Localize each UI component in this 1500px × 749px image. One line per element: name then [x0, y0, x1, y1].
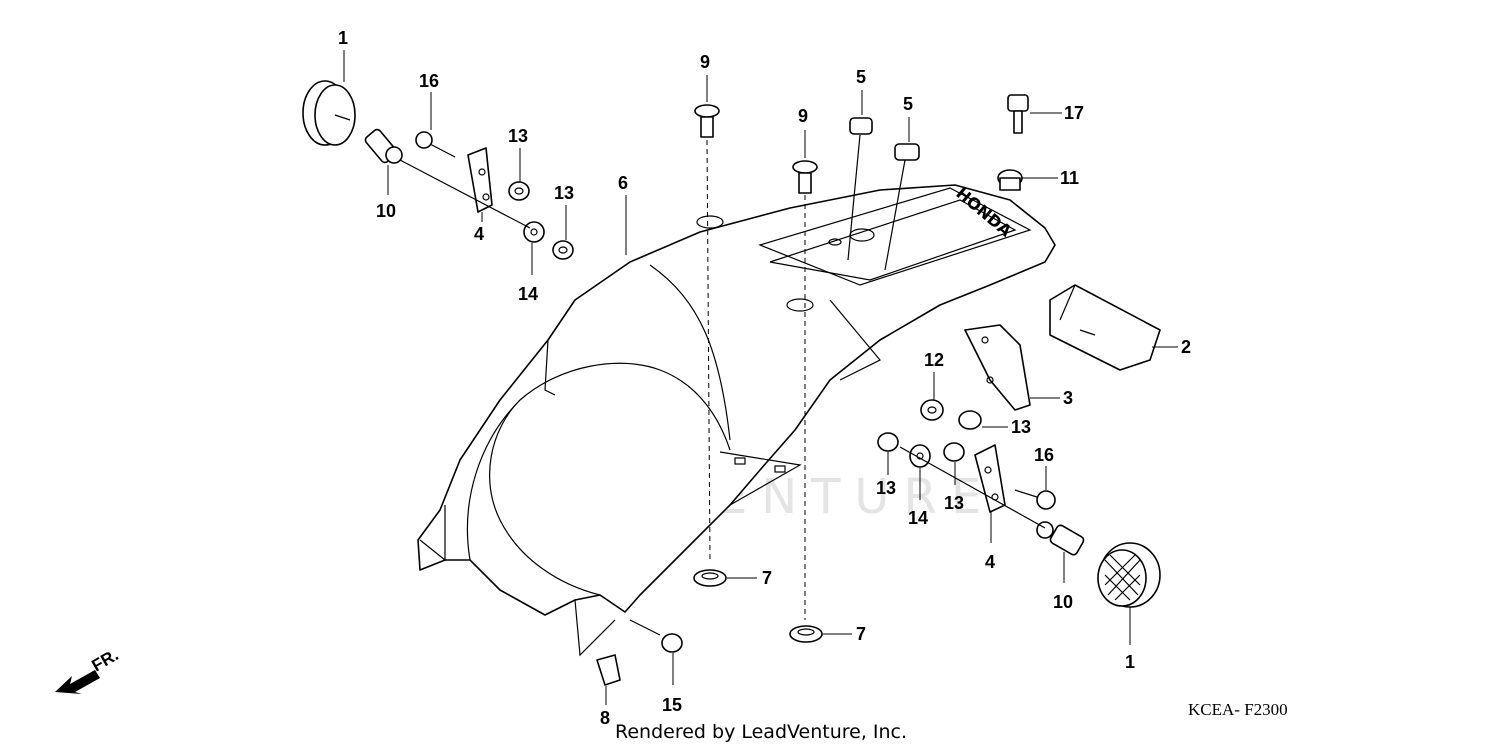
nut-13-right-a[interactable]	[958, 410, 982, 430]
grommet-7-a[interactable]	[693, 569, 727, 587]
bolt-15[interactable]	[629, 619, 683, 653]
callout-label: 13	[944, 493, 964, 513]
callout-label: 10	[376, 201, 396, 221]
front-direction-indicator: FR.	[55, 645, 122, 694]
nut-12[interactable]	[920, 399, 944, 421]
callout-label: 7	[856, 624, 866, 644]
bracket-4-left[interactable]	[467, 147, 493, 213]
collar-11[interactable]	[997, 169, 1023, 191]
grommet-9-b[interactable]	[792, 160, 818, 194]
assembly-line	[884, 159, 906, 271]
cap-5-a[interactable]	[849, 117, 873, 135]
callout-label: 10	[1053, 592, 1073, 612]
callout-label: 13	[508, 126, 528, 146]
callouts: 1 16 13 13 10 4 14 6 9 9 5 5 17 11 2 12	[338, 28, 1191, 728]
nut-13-left-b[interactable]	[552, 240, 574, 260]
callout-label: 13	[554, 183, 574, 203]
footer-credit: Rendered by LeadVenture, Inc.	[615, 721, 907, 743]
callout-label: 4	[474, 224, 484, 244]
callout-label: 9	[798, 106, 808, 126]
bolt-16-right[interactable]	[1014, 489, 1056, 510]
rear-fender[interactable]	[417, 184, 1056, 657]
assembly-line	[706, 139, 711, 561]
assembly-line	[399, 159, 531, 229]
callout-label: 7	[762, 568, 772, 588]
callout-label: 1	[1125, 652, 1135, 672]
grommet-7-b[interactable]	[789, 625, 823, 643]
callout-label: 9	[700, 52, 710, 72]
front-arrow-icon	[55, 670, 100, 694]
bolt-16-left[interactable]	[415, 131, 456, 158]
callout-label: 16	[1034, 445, 1054, 465]
callout-label: 16	[419, 71, 439, 91]
washer-14-left[interactable]	[523, 221, 545, 243]
callout-label: 14	[518, 284, 538, 304]
cap-5-b[interactable]	[894, 143, 920, 161]
grommet-9-a[interactable]	[694, 104, 720, 138]
reflector-right[interactable]	[1097, 542, 1161, 608]
reflector-left[interactable]	[302, 80, 356, 146]
bracket-3[interactable]	[964, 324, 1031, 411]
nut-13-right-c[interactable]	[943, 442, 965, 462]
nut-13-left-a[interactable]	[508, 181, 530, 201]
bolt-17[interactable]	[1007, 94, 1029, 134]
assembly-line	[847, 134, 861, 261]
nut-13-right-b[interactable]	[877, 432, 899, 452]
washer-14-right[interactable]	[909, 444, 931, 468]
callout-label: 13	[876, 478, 896, 498]
callout-label: 13	[1011, 417, 1031, 437]
callout-label: 17	[1064, 103, 1084, 123]
assembly-line	[899, 446, 1046, 529]
reflector-2[interactable]	[1049, 284, 1161, 371]
diagram-code: KCEA- F2300	[1188, 700, 1288, 719]
callout-label: 12	[924, 350, 944, 370]
callout-label: 2	[1181, 337, 1191, 357]
callout-label: 1	[338, 28, 348, 48]
callout-label: 6	[618, 173, 628, 193]
callout-label: 5	[903, 94, 913, 114]
callout-label: 11	[1060, 168, 1079, 188]
callout-label: 4	[985, 552, 995, 572]
callout-label: 5	[856, 67, 866, 87]
callout-label: 14	[908, 508, 928, 528]
bolt-10-left[interactable]	[364, 128, 403, 164]
callout-label: 15	[662, 695, 682, 715]
clip-8[interactable]	[596, 654, 621, 686]
callout-label: 8	[600, 708, 610, 728]
callout-label: 3	[1063, 388, 1073, 408]
